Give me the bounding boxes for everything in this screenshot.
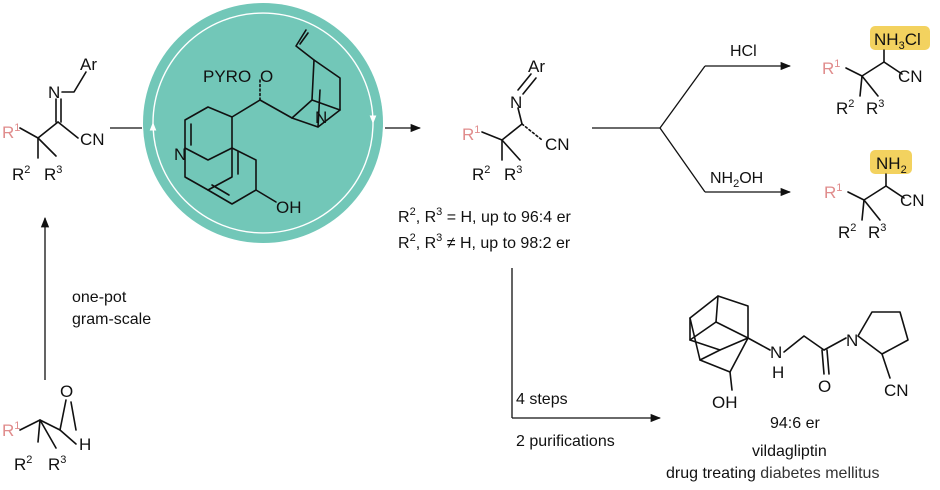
- cycle-arrow-bottom: [149, 122, 374, 234]
- salt-nitrile: CN: [898, 67, 923, 86]
- selectivity-line-1: R2, R3 = H, up to 96:4 er: [398, 206, 571, 226]
- product-r1: R1: [462, 124, 480, 144]
- reagent-hydroxylamine: NH2OH: [710, 170, 763, 190]
- product-imine: Ar N CN R1 R2 R3 R2, R3 = H, up to 96:4 …: [398, 57, 571, 252]
- free-amine: NH2 CN R1 R2 R3: [824, 150, 925, 242]
- amine-nitrile: CN: [900, 191, 925, 210]
- selectivity-line-2: R2, R3 ≠ H, up to 98:2 er: [398, 232, 571, 252]
- aldehyde-hydrogen: H: [79, 435, 91, 454]
- vildagliptin-carbonyl-o: O: [818, 377, 831, 396]
- reagent-hcl: HCl: [730, 43, 757, 60]
- aldehyde-r1: R1: [2, 420, 20, 440]
- substrate-nitrile: CN: [80, 130, 105, 149]
- condition-gram-scale: gram-scale: [72, 311, 151, 328]
- vildagliptin-er: 94:6 er: [770, 415, 820, 432]
- catalyst-background: [143, 3, 383, 243]
- catalyst-ring-n: N: [174, 145, 186, 164]
- substrate-r3: R3: [44, 164, 62, 184]
- salt-label: NH3Cl: [874, 30, 921, 52]
- product-aryl: Ar: [528, 57, 545, 76]
- amine-highlight: [870, 150, 912, 174]
- substrate-imine-n: N: [48, 83, 60, 102]
- product-r2: R2: [472, 164, 490, 184]
- amine-label: NH2: [876, 154, 907, 176]
- vildagliptin-caption: drug treating diabetes mellitus: [666, 465, 879, 482]
- synthesis-arrow: 4 steps 2 purifications: [511, 268, 662, 450]
- substrate-imine: Ar N CN R1 R2 R3: [2, 55, 105, 184]
- substrate-r2: R2: [12, 164, 30, 184]
- cycle-arrow-top: [152, 12, 377, 124]
- vildagliptin-amine-n: N: [770, 343, 782, 362]
- amine-r1: R1: [824, 182, 842, 202]
- branch-arrows: HCl NH2OH: [592, 43, 792, 197]
- product-r3: R3: [504, 164, 522, 184]
- product-nitrile: CN: [545, 135, 570, 154]
- vildagliptin-structure: OH N H O N CN 94:6 er vildagliptin drug …: [666, 295, 909, 482]
- amine-r2: R2: [838, 222, 856, 242]
- vildagliptin-amine-h: H: [772, 363, 784, 382]
- aldehyde-oxygen: O: [60, 382, 73, 401]
- vildagliptin-ring-n: N: [846, 331, 858, 350]
- aldehyde-r2: R2: [14, 454, 32, 474]
- synthesis-steps: 4 steps: [516, 391, 568, 408]
- condition-one-pot: one-pot: [72, 289, 127, 306]
- synthesis-purifications: 2 purifications: [516, 433, 615, 450]
- vildagliptin-nitrile: CN: [884, 381, 909, 400]
- salt-r1: R1: [822, 58, 840, 78]
- caption-highlight: diabetes mellitus: [760, 465, 879, 482]
- amine-hcl-salt: NH3Cl CN R1 R2 R3: [822, 26, 930, 118]
- catalyst-bridge-n: N: [315, 108, 327, 127]
- substrate-r1: R1: [2, 122, 20, 142]
- aldehyde-r3: R3: [48, 454, 66, 474]
- catalyst-structure: PYRO O N N OH: [174, 29, 341, 217]
- catalyst-pg-label: PYRO: [203, 67, 251, 86]
- aldehyde: one-pot gram-scale O H R1 R2 R3: [2, 216, 151, 474]
- amine-r3: R3: [868, 222, 886, 242]
- catalyst-hydroxyl: OH: [276, 198, 302, 217]
- salt-r2: R2: [836, 98, 854, 118]
- vildagliptin-hydroxyl: OH: [712, 393, 738, 412]
- catalyst-ether-o: O: [260, 67, 273, 86]
- substrate-aryl: Ar: [80, 55, 97, 74]
- product-imine-n: N: [510, 93, 522, 112]
- salt-r3: R3: [866, 98, 884, 118]
- catalyst-disc: PYRO O N N OH: [143, 3, 383, 243]
- salt-highlight: [870, 26, 930, 50]
- vildagliptin-name: vildagliptin: [752, 443, 827, 460]
